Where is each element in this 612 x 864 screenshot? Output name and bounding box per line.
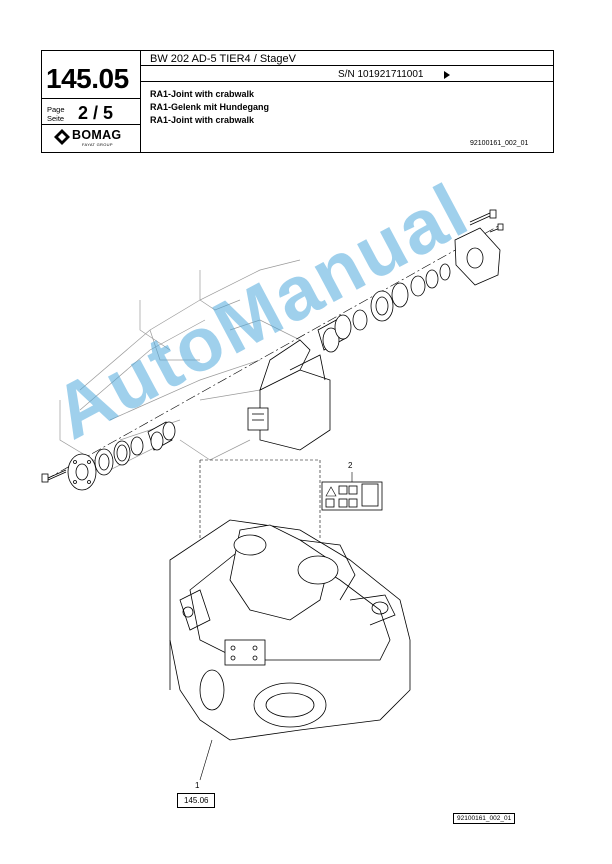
left-flange	[67, 453, 97, 491]
document-id: 92100161_002_01	[470, 140, 529, 147]
right-bushing	[317, 314, 352, 353]
model-name: BW 202 AD-5 TIER4 / StageV	[150, 53, 296, 65]
left-bushing	[147, 421, 176, 451]
axis-line	[44, 224, 501, 481]
section-number: 145.05	[46, 63, 129, 94]
dashed-assembly-lines	[199, 459, 321, 540]
exploded-parts-diagram	[41, 209, 504, 781]
arrow-right-icon	[444, 71, 450, 79]
callout-1: 1	[195, 781, 200, 790]
header-rule	[42, 98, 140, 99]
header-rule	[42, 124, 140, 125]
articulated-joint-casting	[169, 519, 411, 741]
page-value: 2 / 5	[78, 103, 114, 123]
header-block: BW 202 AD-5 TIER4 / StageV S/N 101921711…	[41, 50, 554, 153]
left-seal-rings	[94, 436, 144, 476]
logo-subtext: FAYAT GROUP	[82, 142, 113, 147]
header-divider	[140, 51, 141, 153]
left-bolt	[41, 469, 67, 483]
header-rule	[140, 81, 554, 82]
page-label-en: Page	[47, 105, 65, 114]
title-de: RA1-Gelenk mit Hundegang	[150, 102, 270, 112]
footer-document-id: 92100161_002_01	[453, 813, 516, 824]
right-bolts	[469, 209, 504, 233]
page-label: Page Seite	[47, 105, 65, 123]
pivot-bracket	[247, 339, 331, 451]
title-en: RA1-Joint with crabwalk	[150, 89, 255, 99]
logo-text: BOMAG	[72, 128, 122, 142]
right-flange	[454, 227, 501, 286]
reference-box[interactable]: 145.06	[177, 793, 216, 808]
logo-mark-icon	[54, 129, 70, 145]
title-en-2: RA1-Joint with crabwalk	[150, 115, 255, 125]
page-label-de: Seite	[47, 114, 65, 123]
leader-line-1	[199, 739, 213, 781]
right-seal-rings	[352, 263, 451, 331]
bomag-logo: BOMAG FAYAT GROUP	[54, 128, 134, 150]
header-rule	[140, 65, 554, 66]
warning-label	[321, 481, 383, 511]
serial-number: S/N 101921711001	[338, 69, 424, 80]
callout-2: 2	[348, 461, 353, 470]
